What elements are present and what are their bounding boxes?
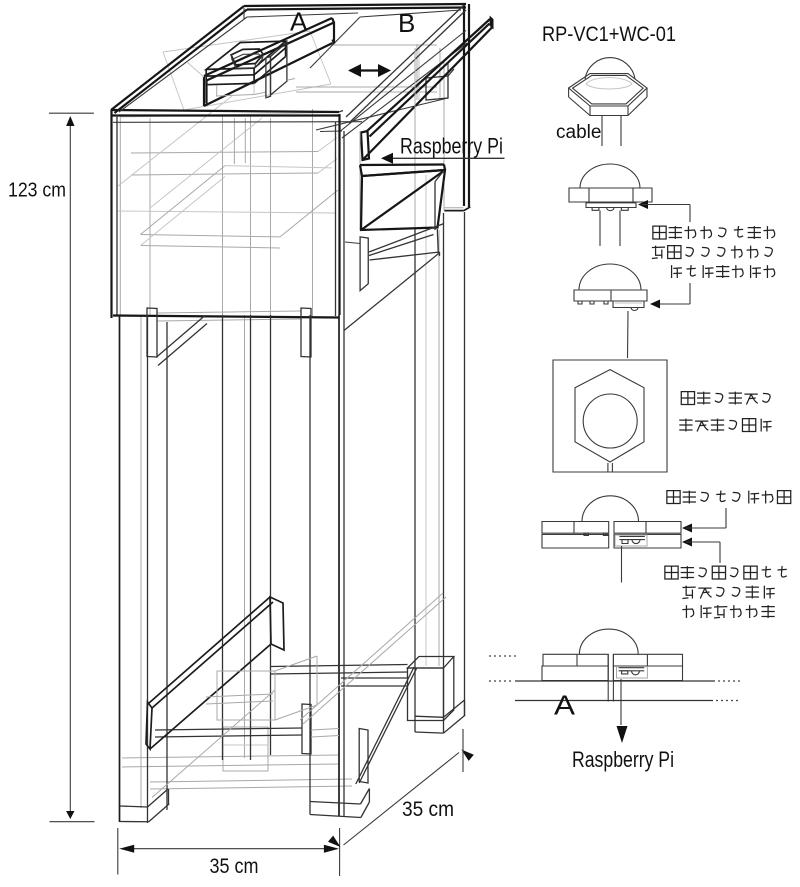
svg-text:A: A <box>290 7 308 37</box>
svg-text:A: A <box>554 690 575 721</box>
svg-text:35 cm: 35 cm <box>210 854 259 878</box>
svg-text:123 cm: 123 cm <box>8 179 66 201</box>
svg-text:RP-VC1+WC-01: RP-VC1+WC-01 <box>542 22 676 46</box>
svg-text:cable: cable <box>556 122 601 143</box>
svg-text:B: B <box>398 8 415 38</box>
svg-text:Raspberry Pi: Raspberry Pi <box>572 747 674 772</box>
svg-text:Raspberry Pi: Raspberry Pi <box>400 134 503 159</box>
svg-text:35 cm: 35 cm <box>402 798 454 821</box>
